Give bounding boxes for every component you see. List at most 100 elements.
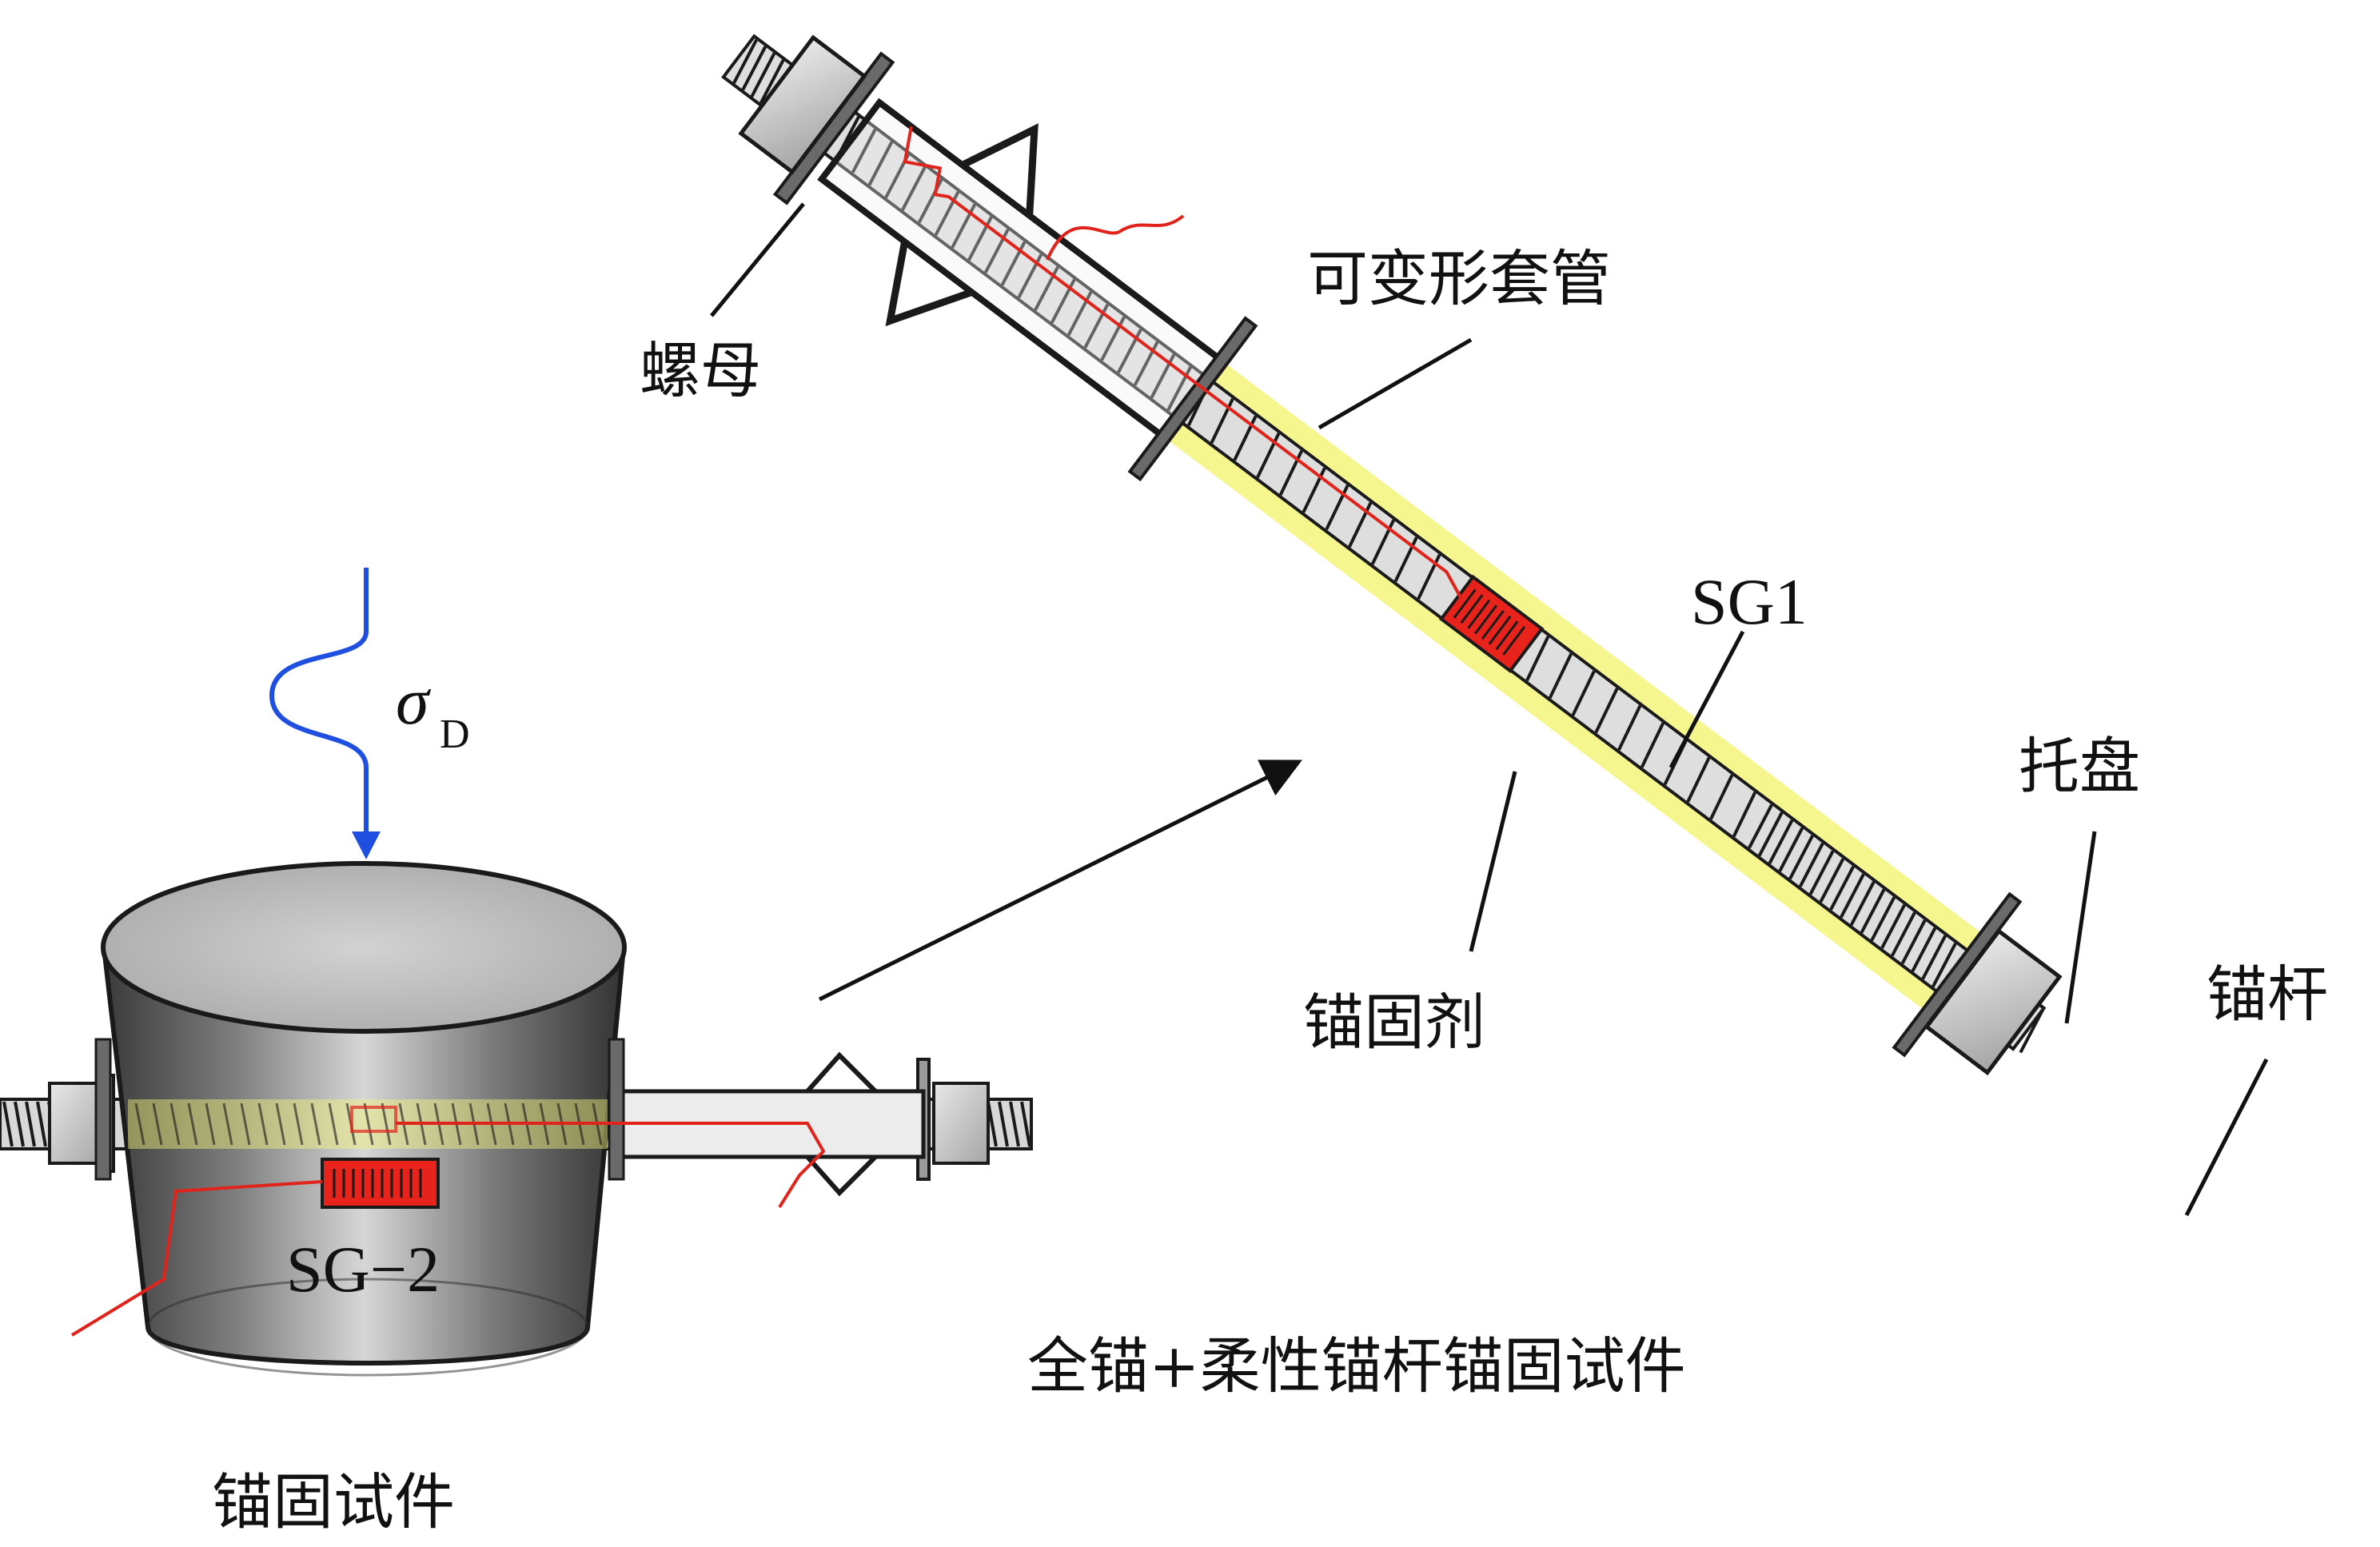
thread-mark: [1474, 604, 1497, 635]
load-arrow: σ D: [269, 568, 470, 859]
thread-mark: [1083, 303, 1110, 349]
thread-mark: [1840, 873, 1865, 919]
thread-mark: [1829, 865, 1856, 911]
thread-mark: [1860, 888, 1886, 934]
thread-mark: [1066, 291, 1093, 337]
thread-mark: [1050, 278, 1076, 324]
thread-mark: [134, 1102, 146, 1146]
specimen-cylinder-top: [101, 861, 627, 1034]
thread-mark: [2, 1101, 14, 1147]
sg1-label: SG1: [1691, 565, 1808, 638]
grout-leader: [1469, 771, 1517, 952]
thread-mark: [1571, 670, 1596, 716]
thread-mark: [1302, 467, 1326, 513]
thread-mark: [1799, 842, 1824, 887]
thread-mark: [1932, 943, 1957, 987]
thread-mark: [1502, 625, 1526, 656]
wavy-down-arrow-icon: [269, 568, 369, 835]
sigma-subscript: D: [440, 712, 470, 757]
thread-mark: [1393, 536, 1418, 583]
thread-mark: [310, 1102, 321, 1146]
thread-mark: [1891, 911, 1916, 957]
thread-mark: [1417, 553, 1441, 600]
thread-mark: [1732, 791, 1757, 838]
thread-mark: [851, 128, 877, 173]
sleeve-label: 可变形套管: [1307, 243, 1611, 314]
thread-mark: [1849, 881, 1876, 926]
thread-mark: [1880, 904, 1906, 949]
thread-mark: [1686, 756, 1711, 803]
thread-mark: [14, 1101, 25, 1147]
thread-mark: [867, 141, 894, 186]
strain-gauge-sg1: [1438, 574, 1545, 674]
thread-mark: [1594, 688, 1619, 734]
thread-mark: [257, 1102, 269, 1146]
thread-mark: [967, 216, 993, 261]
sleeve-leader: [1318, 337, 1473, 430]
thread-mark: [1495, 620, 1519, 651]
thread-mark: [1819, 858, 1845, 903]
specimen-wire-right: [396, 1122, 826, 1209]
thread-mark: [187, 1102, 198, 1146]
thread-mark: [1748, 803, 1773, 849]
anchor-specimen: SG−2 锚固试件: [0, 861, 1033, 1537]
thread-mark: [2019, 1008, 2045, 1054]
thread-mark: [741, 46, 767, 91]
thread-mark: [1709, 774, 1734, 820]
thread-mark: [1100, 316, 1126, 361]
grout-label: 锚固剂: [1303, 987, 1485, 1058]
thread-mark: [1900, 919, 1927, 965]
bolt-leader: [2184, 1058, 2269, 1217]
thread-mark: [1460, 594, 1484, 624]
top-nut: [738, 34, 867, 175]
specimen-wire-left: [70, 1180, 323, 1337]
thread-mark: [1488, 615, 1512, 645]
thread-mark: [951, 203, 977, 249]
deformable-sleeve: [817, 98, 1258, 482]
thread-mark: [293, 1102, 304, 1146]
thread-mark: [169, 1102, 181, 1146]
thread-mark: [36, 1101, 47, 1147]
thread-mark: [1467, 599, 1491, 629]
tray-leader: [2064, 831, 2097, 1024]
thread-mark: [1256, 433, 1281, 479]
thread-mark: [1009, 1101, 1020, 1147]
thread-mark: [1617, 704, 1642, 751]
thread-mark: [1020, 1101, 1031, 1147]
thread-mark: [1525, 636, 1550, 682]
bottom-nut: [1924, 928, 2063, 1076]
thread-mark: [328, 1102, 339, 1146]
thread-mark: [1117, 329, 1142, 374]
thread-mark: [152, 1102, 163, 1146]
thread-mark: [275, 1102, 286, 1146]
thread-mark: [1788, 835, 1814, 880]
signal-wire: [903, 126, 1465, 604]
sigma-label: σ: [396, 664, 432, 739]
thread-mark: [1870, 896, 1896, 942]
specimen-cylinder-body: [101, 945, 627, 1366]
full-anchor-caption: 全锚+柔性锚杆锚固试件: [1027, 1330, 1686, 1401]
thread-mark: [1640, 722, 1665, 768]
thread-mark: [381, 1102, 392, 1146]
thread-mark: [1808, 850, 1835, 895]
thread-mark: [759, 59, 785, 105]
specimen-cylinder-bottom-rim: [146, 1278, 589, 1377]
thread-mark: [1325, 484, 1349, 531]
thread-mark: [222, 1102, 233, 1146]
thread-mark: [240, 1102, 251, 1146]
specimen-caption: 锚固试件: [212, 1466, 455, 1537]
strain-gauge-sg2: [321, 1158, 440, 1209]
thread-mark: [1000, 241, 1027, 286]
bolt-label: 锚杆: [2207, 959, 2328, 1030]
thread-mark: [983, 229, 1010, 273]
thread-mark: [363, 1102, 374, 1146]
thread-mark: [1921, 935, 1947, 980]
thread-mark: [998, 1101, 1009, 1147]
nut-leader: [710, 202, 805, 317]
thread-mark: [1778, 827, 1804, 872]
wire-end-top: [1046, 214, 1185, 261]
tray-label: 托盘: [2019, 731, 2140, 802]
thread-mark: [1757, 811, 1784, 857]
